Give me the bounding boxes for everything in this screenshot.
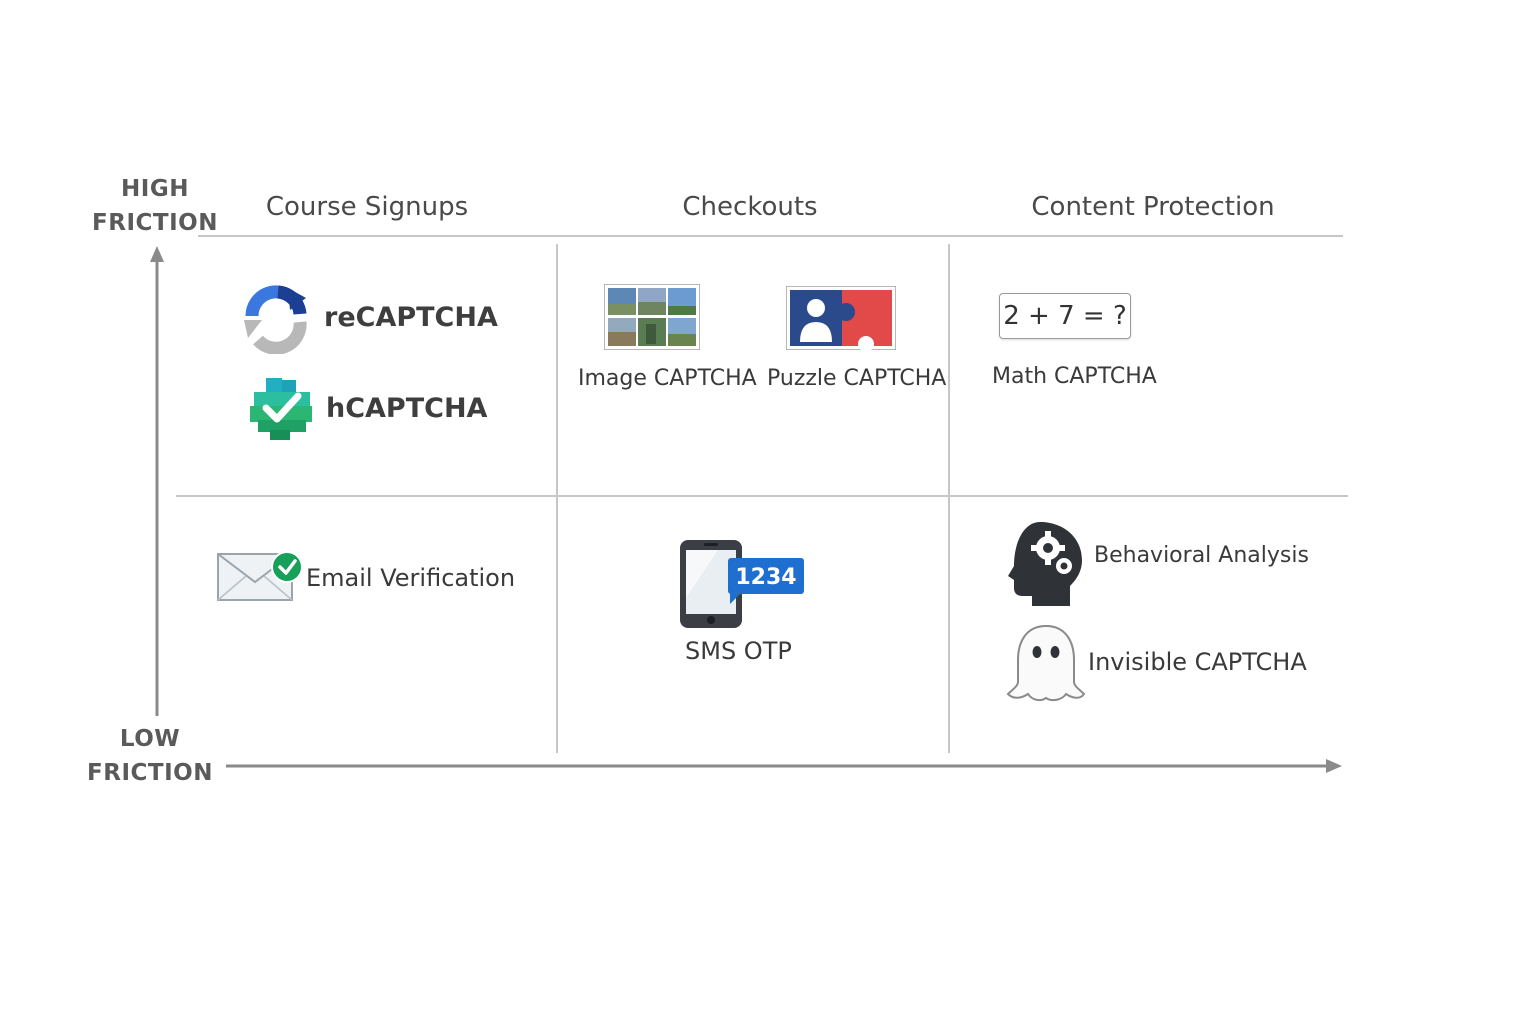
recaptcha-label: reCAPTCHA [324, 302, 498, 333]
math-box-icon: 2 + 7 = ? [999, 293, 1131, 339]
otp-code-text: 1234 [735, 565, 796, 590]
sms-otp-label: SMS OTP [685, 637, 792, 665]
puzzle-captcha-label: Puzzle CAPTCHA [767, 366, 947, 391]
image-grid-icon [604, 284, 700, 350]
math-captcha-label: Math CAPTCHA [992, 364, 1157, 389]
horizontal-axis-arrow [1326, 759, 1342, 773]
behavioral-analysis-label: Behavioral Analysis [1094, 543, 1309, 568]
hcaptcha-logo-icon [250, 378, 312, 440]
hcaptcha-label: hCAPTCHA [326, 393, 488, 424]
column-header-content-protection: Content Protection [1031, 192, 1275, 222]
axis-label-low-line2: FRICTION [87, 760, 213, 786]
column-header-checkouts: Checkouts [682, 192, 818, 222]
puzzle-piece-icon [786, 286, 896, 350]
ghost-icon [1006, 624, 1086, 702]
recaptcha-logo-icon [244, 285, 307, 354]
axis-label-low: LOW FRICTION [83, 722, 217, 790]
axis-label-low-line1: LOW [119, 726, 181, 752]
head-gears-icon [1008, 522, 1082, 606]
envelope-check-icon [217, 551, 303, 601]
invisible-captcha-label: Invisible CAPTCHA [1088, 648, 1307, 676]
axis-label-high: HIGH FRICTION [88, 172, 222, 240]
column-header-course-signups: Course Signups [265, 192, 469, 222]
phone-otp-icon: 1234 [680, 540, 804, 628]
axis-label-high-line2: FRICTION [92, 210, 218, 236]
email-verification-label: Email Verification [306, 564, 516, 592]
image-captcha-label: Image CAPTCHA [578, 366, 757, 391]
axis-label-high-line1: HIGH [121, 176, 189, 202]
vertical-axis-arrow [150, 246, 164, 262]
